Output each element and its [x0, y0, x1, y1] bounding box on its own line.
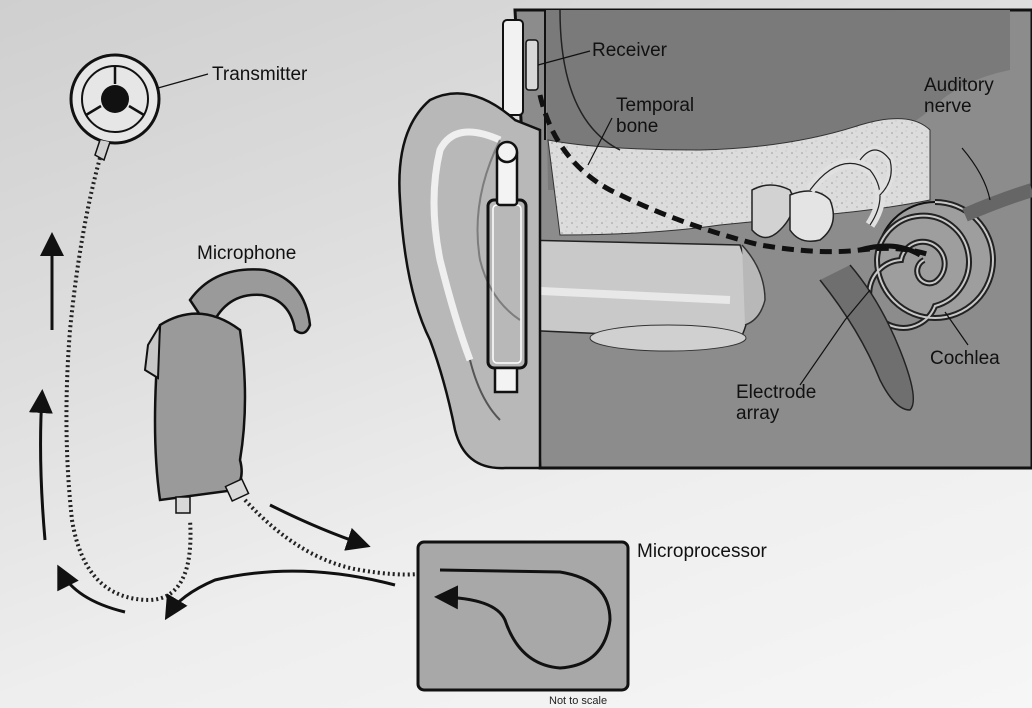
receiver-label: Receiver — [592, 40, 667, 61]
temporal-bone-label-line-1: Temporal — [616, 95, 694, 116]
behind-the-ear-microphone-icon — [145, 269, 310, 513]
microprocessor-label: Microprocessor — [637, 541, 767, 562]
temporal-bone-label-line-2: bone — [616, 116, 694, 137]
microprocessor-box-icon — [418, 542, 628, 690]
arrow-icon — [41, 395, 45, 540]
arrow-icon — [270, 505, 365, 545]
temporal-bone-label: Temporal bone — [616, 95, 694, 137]
electrode-array-label-line-1: Electrode — [736, 382, 816, 403]
auditory-nerve-label-line-1: Auditory — [924, 75, 994, 96]
not-to-scale-note: Not to scale — [549, 695, 607, 707]
outer-ear — [399, 93, 540, 468]
microphone-label: Microphone — [197, 243, 296, 264]
receiver-device — [503, 20, 523, 115]
auditory-nerve-label: Auditory nerve — [924, 75, 994, 117]
microprocessor-cable — [245, 500, 418, 575]
electrode-array-label: Electrode array — [736, 382, 816, 424]
transmitter-coil-icon — [71, 55, 159, 160]
cochlea-label: Cochlea — [930, 348, 1000, 369]
electrode-array-label-line-2: array — [736, 403, 816, 424]
transmitter-label: Transmitter — [212, 64, 307, 85]
arrow-icon — [168, 571, 395, 615]
arrow-icon — [60, 570, 125, 612]
auditory-nerve-label-line-2: nerve — [924, 96, 994, 117]
